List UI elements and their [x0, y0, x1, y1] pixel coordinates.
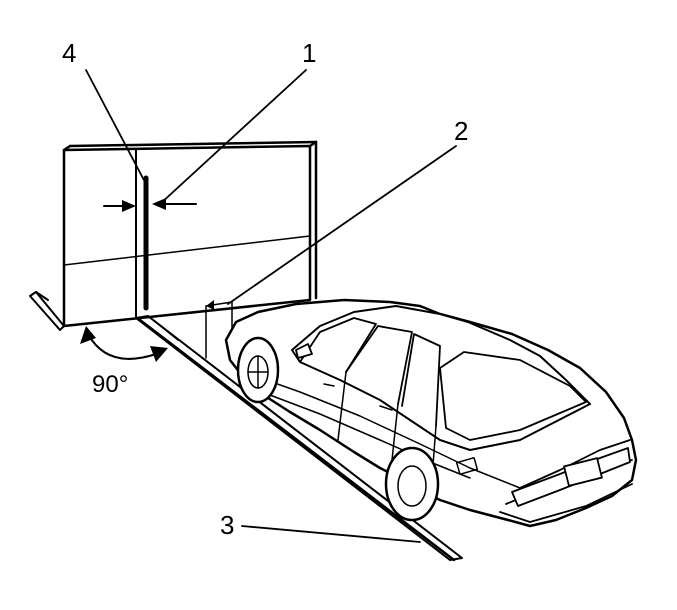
- callout-2: 2: [454, 116, 468, 146]
- alignment-board: [29, 140, 318, 331]
- leader-lines: [85, 69, 457, 543]
- board-centerline: [135, 149, 149, 319]
- rear-wheel: [384, 446, 440, 522]
- right-angle-arc: [80, 326, 168, 362]
- vehicle-sedan: [224, 298, 638, 528]
- callout-3: 3: [220, 510, 234, 540]
- callout-1: 1: [302, 38, 316, 68]
- floor-reference-line: [135, 315, 463, 562]
- front-wheel: [236, 336, 280, 404]
- callout-4: 4: [62, 38, 76, 68]
- angle-label: 90°: [92, 371, 128, 398]
